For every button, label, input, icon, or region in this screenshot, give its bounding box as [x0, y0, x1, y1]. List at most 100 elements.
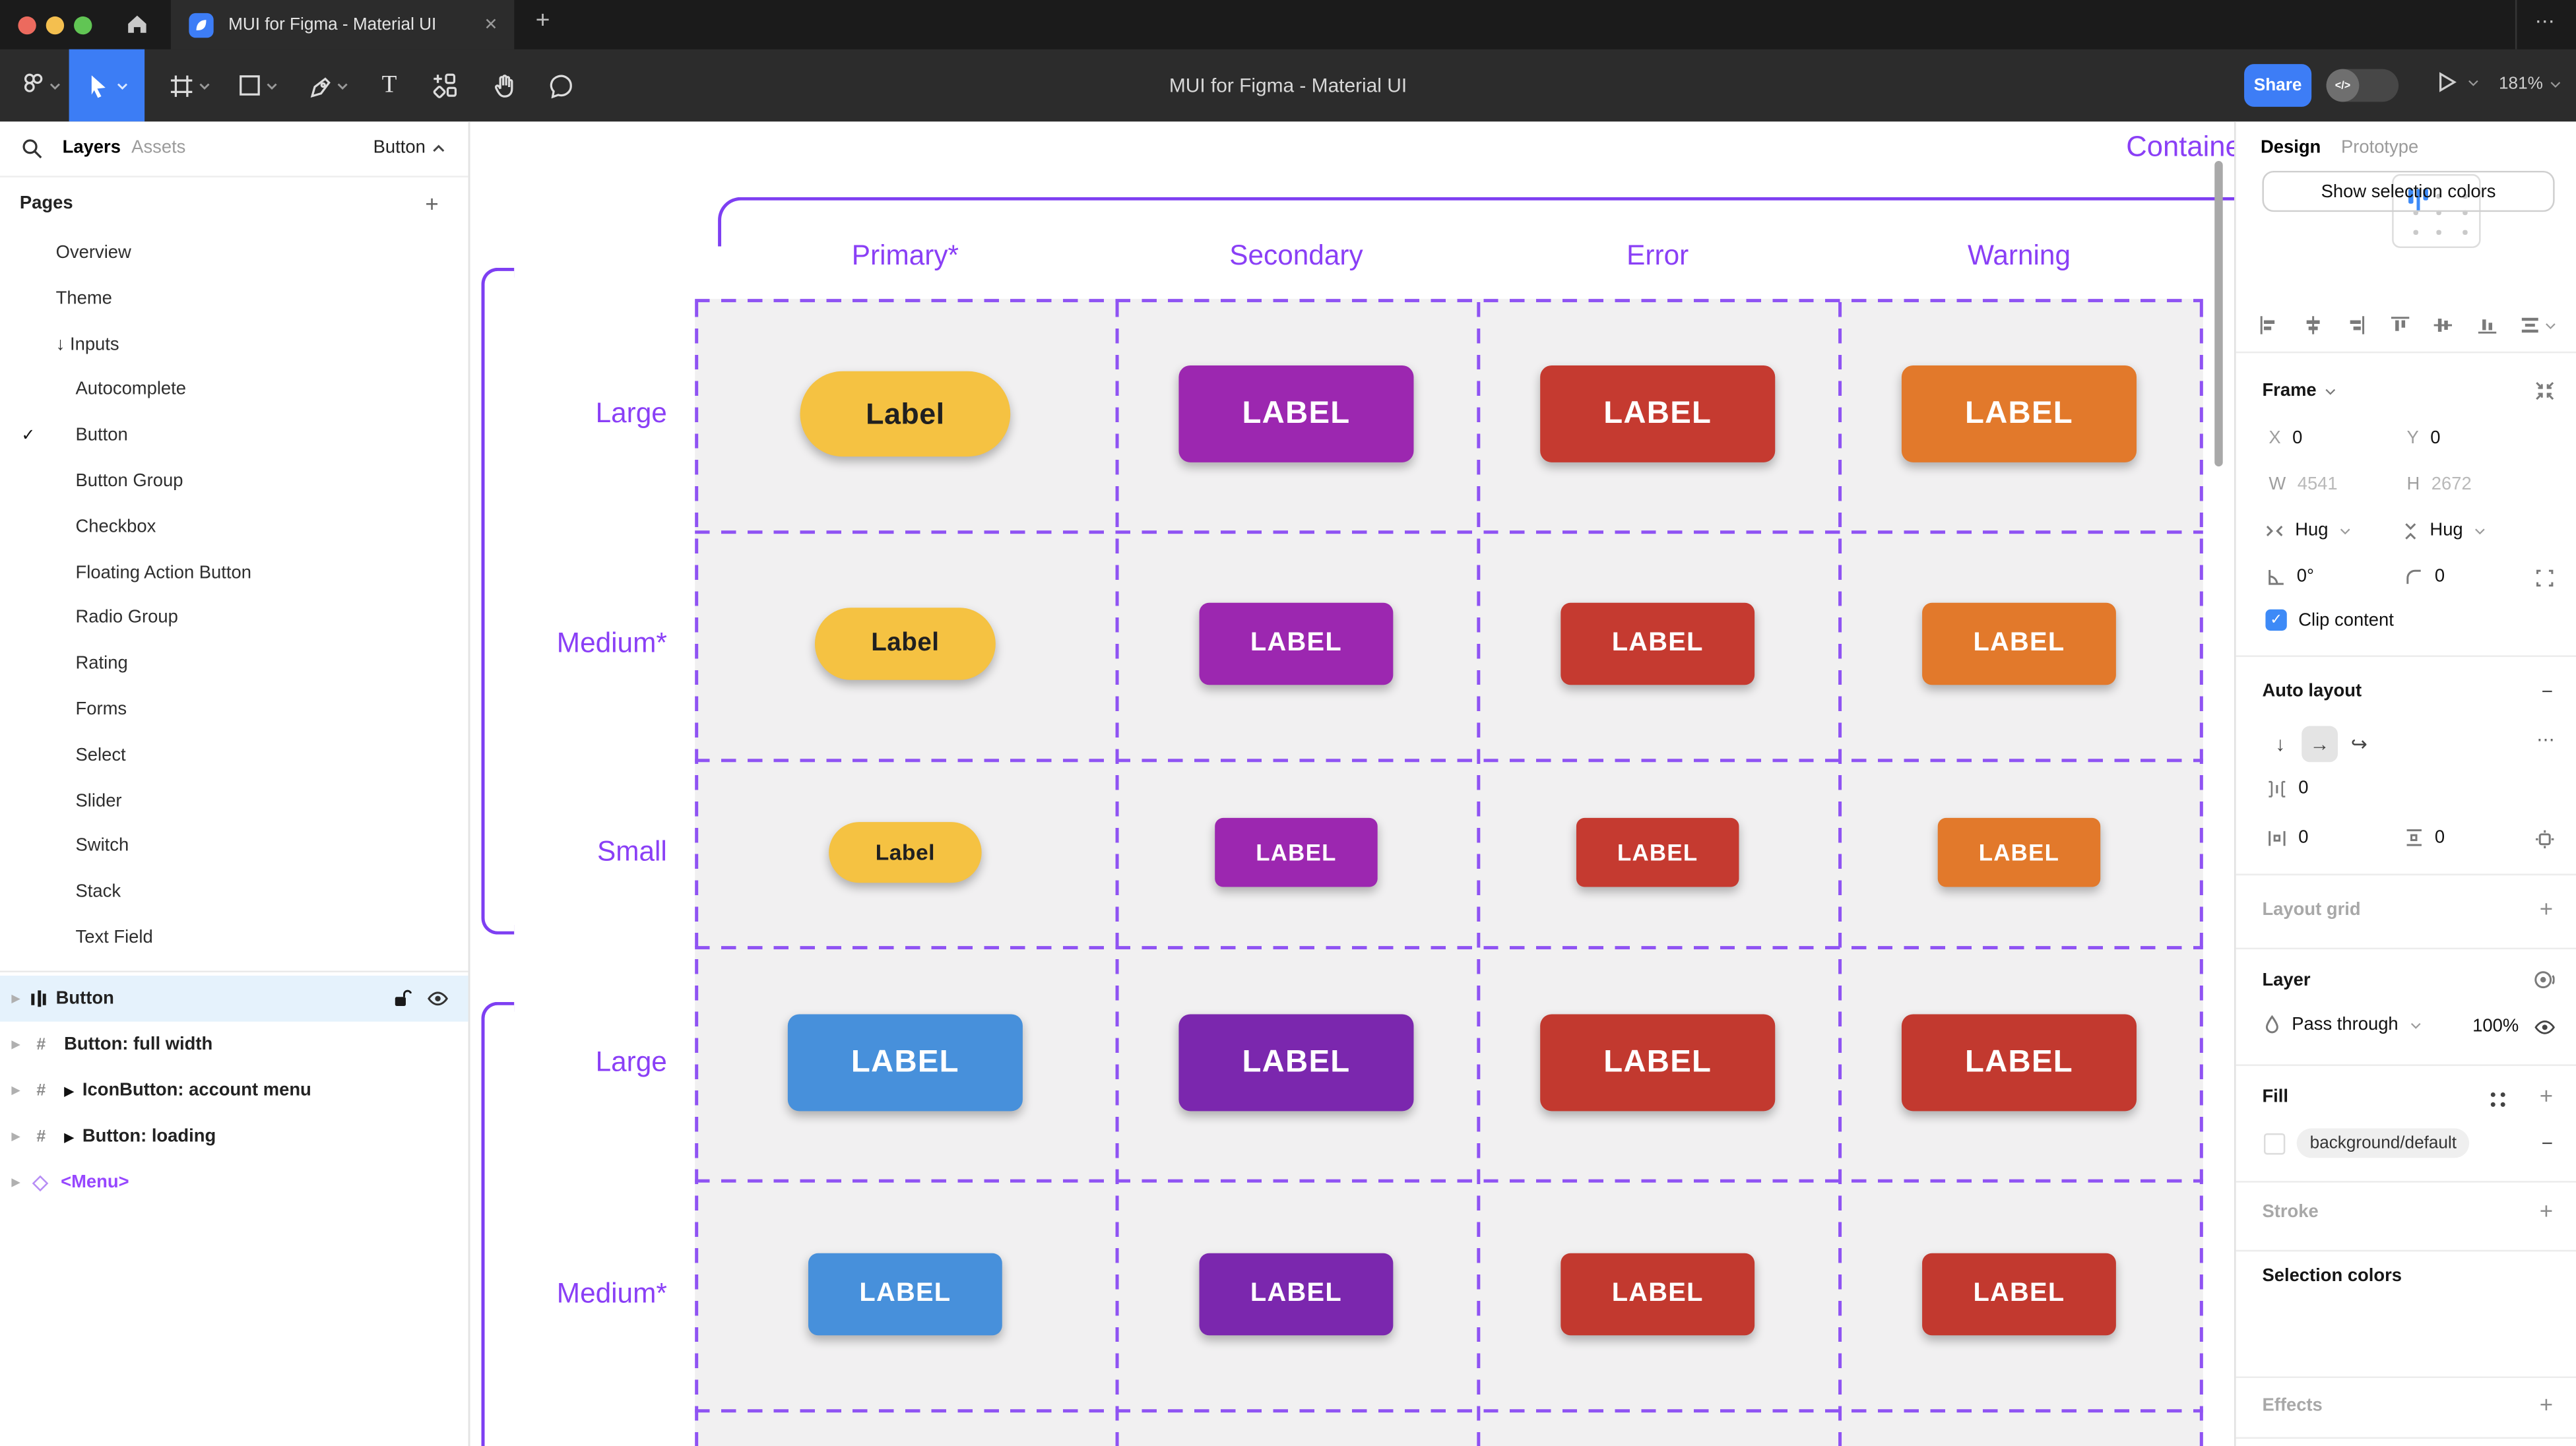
shape-tool-button[interactable]	[227, 49, 290, 122]
move-tool-button[interactable]	[69, 49, 145, 122]
tab-assets[interactable]: Assets	[131, 138, 186, 158]
page-jump-selector[interactable]: Button	[373, 138, 445, 158]
layer-row-button[interactable]: ▶ Button	[0, 975, 468, 1022]
frame-section-header[interactable]: Frame	[2262, 381, 2576, 401]
button-secondary-medium[interactable]: LABEL	[1199, 602, 1394, 685]
fill-styles-icon[interactable]	[2489, 1090, 2507, 1108]
layer-visibility-icon[interactable]	[2533, 1019, 2556, 1036]
hand-tool-button[interactable]	[480, 49, 529, 122]
add-fill-button[interactable]: +	[2539, 1082, 2554, 1109]
button-error-large-alt[interactable]: LABEL	[1540, 1014, 1776, 1112]
page-item-button-group[interactable]: Button Group	[75, 471, 183, 491]
align-vertical-center-icon[interactable]	[2433, 315, 2453, 335]
page-item-checkbox[interactable]: Checkbox	[75, 517, 156, 537]
file-tab[interactable]: MUI for Figma - Material UI ✕	[170, 0, 515, 49]
button-secondary-small[interactable]: LABEL	[1215, 817, 1378, 887]
direction-horizontal-button[interactable]: →	[2302, 726, 2338, 763]
blend-mode-icon[interactable]	[2533, 969, 2555, 990]
button-primary-large-alt[interactable]: LABEL	[787, 1014, 1023, 1112]
row-label-large[interactable]: Large	[595, 397, 667, 429]
page-item-switch[interactable]: Switch	[75, 836, 129, 857]
align-left-icon[interactable]	[2259, 315, 2278, 335]
row-label-large-2[interactable]: Large	[595, 1046, 667, 1078]
fill-style-token[interactable]: background/default	[2296, 1128, 2470, 1158]
pen-tool-button[interactable]	[296, 49, 358, 122]
page-item-autocomplete[interactable]: Autocomplete	[75, 380, 187, 400]
new-tab-button[interactable]: +	[535, 6, 550, 35]
independent-corners-icon[interactable]	[2535, 568, 2555, 588]
align-right-icon[interactable]	[2346, 315, 2366, 335]
components-tool-button[interactable]	[420, 49, 470, 122]
clip-content-checkbox[interactable]: ✓ Clip content	[2265, 609, 2394, 631]
button-secondary-medium-alt[interactable]: LABEL	[1199, 1253, 1394, 1336]
page-item-fab[interactable]: Floating Action Button	[75, 562, 251, 582]
page-item-select[interactable]: Select	[75, 745, 126, 765]
page-item-button[interactable]: ✓Button	[0, 414, 468, 460]
layer-row-button-full-width[interactable]: ▶ # Button: full width	[11, 1034, 213, 1055]
page-item-inputs[interactable]: ↓ Inputs	[55, 334, 119, 354]
button-primary-small[interactable]: Label	[829, 822, 982, 883]
page-item-stack[interactable]: Stack	[75, 882, 121, 902]
blend-mode-dropdown[interactable]: Pass through	[2264, 1015, 2422, 1035]
button-primary-medium-alt[interactable]: LABEL	[808, 1253, 1002, 1336]
button-error-small[interactable]: LABEL	[1576, 817, 1739, 887]
page-item-rating[interactable]: Rating	[75, 654, 128, 674]
share-button[interactable]: Share	[2244, 64, 2312, 107]
page-item-forms[interactable]: Forms	[75, 699, 127, 720]
individual-padding-icon[interactable]	[2535, 829, 2555, 849]
align-top-icon[interactable]	[2389, 315, 2409, 335]
add-stroke-button[interactable]: +	[2539, 1197, 2554, 1224]
expand-caret-icon[interactable]: ▶	[11, 1131, 20, 1143]
layer-row-button-loading[interactable]: ▶ # ▶ Button: loading	[11, 1127, 216, 1147]
collapse-panel-icon[interactable]	[2535, 381, 2555, 401]
layer-row-menu[interactable]: ▶ <Menu>	[11, 1172, 129, 1193]
figma-menu-button[interactable]	[13, 49, 66, 122]
button-warning-small[interactable]: LABEL	[1937, 817, 2101, 887]
page-item-slider[interactable]: Slider	[75, 790, 122, 811]
design-canvas[interactable]: Contained Primary* Secondary Error Warni…	[470, 121, 2235, 1446]
horizontal-sizing-dropdown[interactable]: Hug	[2265, 520, 2351, 540]
text-tool-button[interactable]: T	[381, 71, 397, 98]
unlock-icon[interactable]	[393, 989, 412, 1009]
present-button[interactable]	[2436, 71, 2479, 94]
layer-row-iconbutton-account-menu[interactable]: ▶ # ▶ IconButton: account menu	[11, 1081, 311, 1101]
remove-auto-layout-button[interactable]: −	[2541, 679, 2554, 703]
row-label-medium[interactable]: Medium*	[556, 627, 667, 659]
button-primary-medium[interactable]: Label	[814, 608, 996, 680]
button-warning-medium[interactable]: LABEL	[1922, 602, 2116, 685]
frame-tool-button[interactable]	[158, 49, 220, 122]
button-secondary-large[interactable]: LABEL	[1178, 365, 1414, 462]
fill-row[interactable]: background/default	[2263, 1128, 2470, 1158]
page-item-overview[interactable]: Overview	[55, 243, 131, 263]
page-item-radio-group[interactable]: Radio Group	[75, 608, 178, 629]
page-item-theme[interactable]: Theme	[55, 288, 112, 309]
window-zoom-button[interactable]	[74, 15, 92, 34]
add-effect-button[interactable]: +	[2539, 1391, 2554, 1418]
button-error-medium[interactable]: LABEL	[1561, 602, 1755, 685]
add-page-button[interactable]: +	[425, 190, 439, 217]
page-item-text-field[interactable]: Text Field	[75, 927, 153, 948]
align-bottom-icon[interactable]	[2476, 315, 2496, 335]
add-layout-grid-button[interactable]: +	[2539, 895, 2554, 922]
column-header-warning[interactable]: Warning	[1967, 239, 2071, 271]
direction-vertical-button[interactable]: ↓	[2275, 732, 2286, 756]
vertical-padding-field[interactable]: 0	[2405, 828, 2445, 848]
dev-mode-toggle[interactable]: </>	[2326, 69, 2399, 102]
distribute-menu-icon[interactable]	[2520, 315, 2556, 335]
canvas-section-title[interactable]: Contained	[2126, 129, 2234, 163]
layer-opacity-value[interactable]: 100%	[2472, 1017, 2519, 1037]
zoom-level-dropdown[interactable]: 181%	[2499, 74, 2561, 94]
expand-caret-icon[interactable]: ▶	[11, 1085, 20, 1098]
tab-prototype[interactable]: Prototype	[2340, 138, 2419, 158]
tab-design[interactable]: Design	[2260, 138, 2321, 158]
column-header-secondary[interactable]: Secondary	[1229, 239, 1363, 271]
canvas-scrollbar[interactable]	[2214, 161, 2223, 467]
window-close-button[interactable]	[18, 15, 36, 34]
horizontal-padding-field[interactable]: 0	[2267, 828, 2308, 848]
row-label-small[interactable]: Small	[597, 836, 667, 867]
vertical-sizing-dropdown[interactable]: Hug	[2404, 520, 2486, 540]
